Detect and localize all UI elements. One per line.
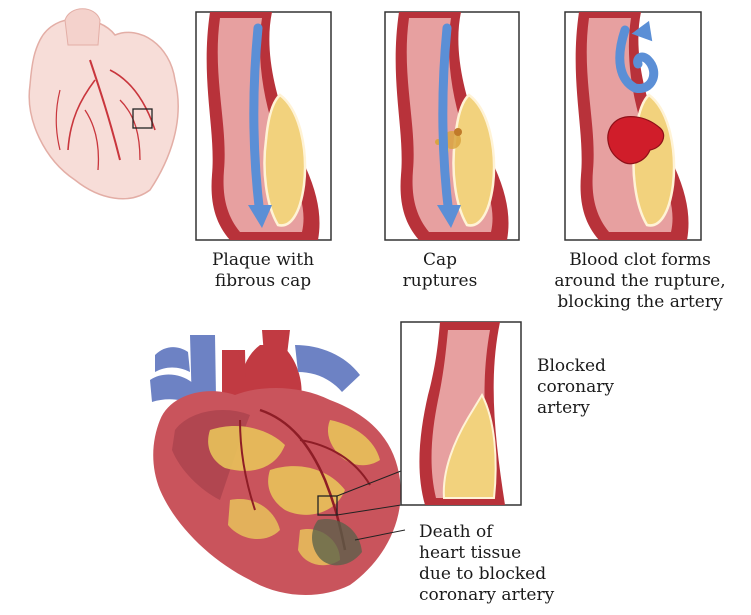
label-plaque: Plaque with fibrous cap xyxy=(198,250,328,292)
panel-plaque xyxy=(196,12,331,240)
label-blocked: Blocked coronary artery xyxy=(537,356,677,419)
label-rupture: Cap ruptures xyxy=(385,250,495,292)
label-death: Death of heart tissue due to blocked cor… xyxy=(419,522,599,606)
large-heart xyxy=(150,330,405,595)
label-clot: Blood clot forms around the rupture, blo… xyxy=(530,250,750,313)
panel-blocked xyxy=(401,322,521,505)
panel-clot xyxy=(565,12,701,240)
small-heart xyxy=(29,9,178,199)
panel-rupture xyxy=(385,12,519,240)
